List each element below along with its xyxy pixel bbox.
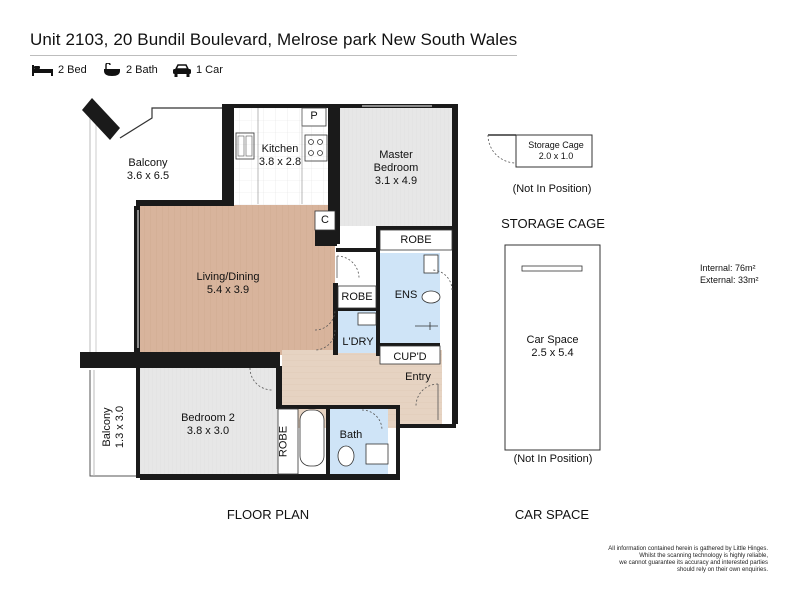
storage-cage-note: (Not In Position): [512, 183, 592, 195]
storage-cage-heading: STORAGE CAGE: [501, 216, 605, 231]
cooktop: [304, 134, 328, 162]
balcony-main-label: Balcony 3.6 x 6.5: [126, 157, 170, 182]
area-internal: Internal: 76m²: [700, 263, 756, 273]
feature-baths-label: 2 Bath: [126, 64, 158, 76]
car-space-box: [504, 244, 601, 451]
feature-cars-label: 1 Car: [196, 64, 223, 76]
feature-beds-label: 2 Bed: [58, 64, 87, 76]
walls: [80, 104, 458, 480]
title-divider: [30, 55, 517, 56]
master-floor: [340, 108, 452, 226]
disclaimer: All information contained herein is gath…: [608, 546, 768, 573]
hall-robe-label: ROBE: [341, 291, 373, 303]
feature-beds: 2 Bed: [32, 62, 87, 78]
kitchen-label: Kitchen 3.8 x 2.8: [258, 143, 302, 168]
kitchen-sink: [235, 132, 255, 160]
cupd-box: [379, 345, 441, 365]
car-space-note: (Not In Position): [513, 453, 593, 465]
master-robe-box: [379, 229, 453, 251]
bed2-robe-label: ROBE: [277, 425, 290, 458]
bed2-robe-box: [277, 408, 299, 475]
entry-label: Entry: [405, 371, 431, 383]
area-external: External: 33m²: [700, 275, 759, 285]
bath-icon: [102, 63, 122, 77]
cupboard-label: CUP'D: [393, 351, 427, 363]
master-bedroom-label: Master Bedroom 3.1 x 4.9: [373, 149, 419, 187]
bath-label: Bath: [339, 429, 363, 441]
car-space-label: Car Space 2.5 x 5.4: [526, 334, 579, 359]
living-floor: [140, 205, 335, 355]
bedroom2-floor: [140, 368, 278, 476]
wall-angle: [82, 98, 120, 140]
hall-robe-box: [337, 285, 377, 309]
laundry-label: L'DRY: [342, 336, 374, 348]
car-icon: [172, 63, 192, 77]
cupboard-c-box: [314, 210, 336, 231]
page-title: Unit 2103, 20 Bundil Boulevard, Melrose …: [30, 30, 518, 49]
feature-baths: 2 Bath: [102, 62, 158, 78]
floor-plan-caption: FLOOR PLAN: [226, 507, 310, 522]
storage-cage-label: Storage Cage 2.0 x 1.0: [528, 140, 584, 161]
balcony-small-outline: [89, 370, 138, 477]
master-robe-label: ROBE: [400, 234, 432, 246]
balcony-small-label: Balcony 1.3 x 3.0: [101, 405, 126, 449]
feature-cars: 1 Car: [172, 62, 223, 78]
living-dining-label: Living/Dining 5.4 x 3.9: [196, 271, 260, 296]
pantry-label: P: [310, 110, 318, 122]
bedroom2-label: Bedroom 2 3.8 x 3.0: [181, 412, 235, 437]
bed-icon: [32, 64, 54, 77]
car-space-caption: CAR SPACE: [514, 507, 590, 522]
storage-cage-box: [515, 134, 593, 168]
ensuite-label: ENS: [394, 289, 418, 301]
cupboard-c-label: C: [321, 214, 329, 226]
